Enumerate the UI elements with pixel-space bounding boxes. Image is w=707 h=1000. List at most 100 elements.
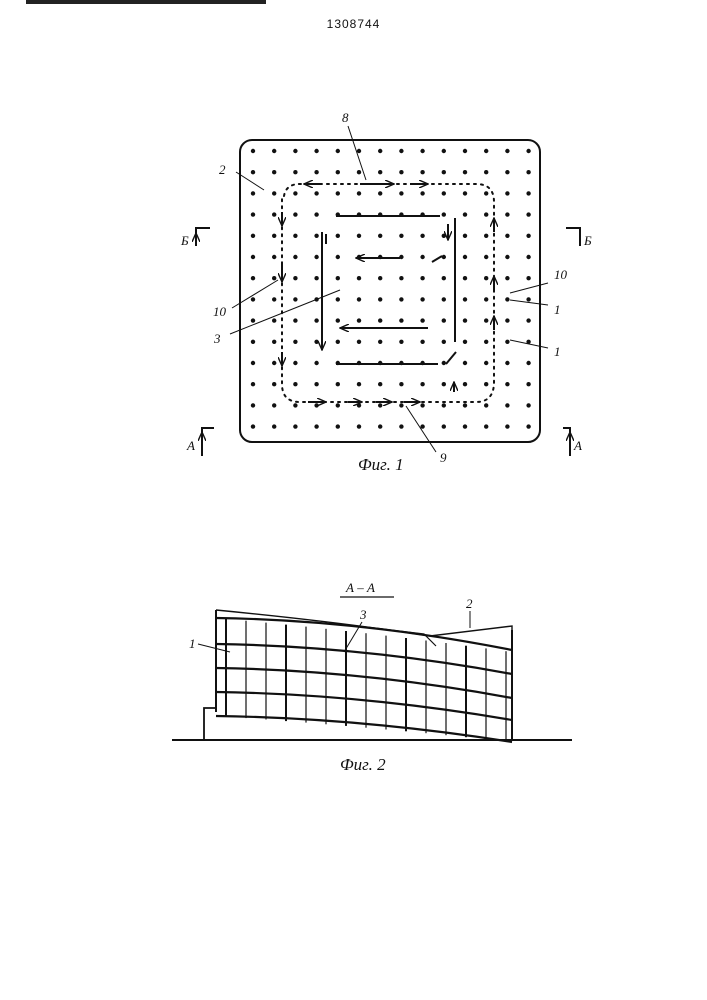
- grid-dot: [484, 255, 488, 259]
- grid-dot: [272, 340, 276, 344]
- grid-dot: [272, 149, 276, 153]
- grid-dot: [463, 276, 467, 280]
- grid-dot: [526, 361, 530, 365]
- grid-dot: [442, 403, 446, 407]
- grid-dot: [272, 424, 276, 428]
- grid-dot: [505, 170, 509, 174]
- grid-dot: [442, 424, 446, 428]
- grid-dot: [357, 191, 361, 195]
- grid-dot: [420, 403, 424, 407]
- grid-dot: [526, 424, 530, 428]
- grid-dot: [526, 191, 530, 195]
- grid-dot: [314, 255, 318, 259]
- grid-dot: [463, 149, 467, 153]
- grid-dot: [336, 170, 340, 174]
- grid-dot: [272, 318, 276, 322]
- grid-dot: [442, 212, 446, 216]
- grid-dot: [251, 276, 255, 280]
- grid-dot: [505, 318, 509, 322]
- grid-dot: [484, 212, 488, 216]
- grid-dot: [420, 170, 424, 174]
- grid-dot: [357, 297, 361, 301]
- grid-dot: [484, 403, 488, 407]
- grid-dot: [293, 191, 297, 195]
- grid-dot: [293, 212, 297, 216]
- grid-dot: [399, 149, 403, 153]
- grid-dot: [442, 297, 446, 301]
- grid-dot: [378, 297, 382, 301]
- grid-dot: [378, 382, 382, 386]
- grid-dot: [399, 424, 403, 428]
- grid-dot: [420, 191, 424, 195]
- grid-dot: [442, 340, 446, 344]
- grid-dot: [399, 297, 403, 301]
- grid-dot: [272, 382, 276, 386]
- grid-dot: [378, 340, 382, 344]
- grid-dot: [251, 297, 255, 301]
- grid-dot: [420, 255, 424, 259]
- grid-dot: [526, 276, 530, 280]
- figure-1: 8 2 10 3 10 1 1 9 Б Б А А Фиг. 1: [180, 110, 592, 474]
- section-mark-b-right: Б: [583, 233, 592, 248]
- grid-dot: [336, 276, 340, 280]
- grid-dot: [399, 191, 403, 195]
- grid-dot: [420, 276, 424, 280]
- grid-dot: [314, 170, 318, 174]
- label-10-right: 10: [554, 267, 568, 282]
- grid-dot: [463, 170, 467, 174]
- grid-dot: [505, 340, 509, 344]
- grid-dot: [357, 340, 361, 344]
- grid-dot: [442, 191, 446, 195]
- grid-dot: [526, 318, 530, 322]
- grid-dot: [399, 276, 403, 280]
- grid-dot: [251, 382, 255, 386]
- grid-dot: [272, 234, 276, 238]
- label-1-a: 1: [554, 302, 561, 317]
- grid-dot: [463, 234, 467, 238]
- grid-dot: [293, 170, 297, 174]
- grid-dot: [505, 191, 509, 195]
- leader-lines-fig2: [198, 611, 470, 652]
- grid-dot: [484, 297, 488, 301]
- grid-dot: [293, 318, 297, 322]
- grid-dot: [357, 403, 361, 407]
- grid-dot: [484, 361, 488, 365]
- grid-dot: [484, 170, 488, 174]
- figure-2-caption: Фиг. 2: [340, 755, 386, 774]
- inner-channel: [322, 216, 456, 364]
- grid-dot: [463, 255, 467, 259]
- grid-dot: [505, 234, 509, 238]
- grid-dot: [272, 170, 276, 174]
- figure-2: А – А 1: [172, 580, 572, 774]
- grid-dot: [420, 297, 424, 301]
- grid-dot: [526, 403, 530, 407]
- grid-dot: [420, 149, 424, 153]
- grid-dot: [484, 340, 488, 344]
- grid-dot: [442, 361, 446, 365]
- grid-dot: [505, 382, 509, 386]
- grid-dot: [378, 318, 382, 322]
- grid-dot: [293, 361, 297, 365]
- grid-dot: [336, 234, 340, 238]
- grid-dot: [505, 276, 509, 280]
- grid-dot: [251, 361, 255, 365]
- grid-dot: [505, 424, 509, 428]
- grid-dot: [378, 403, 382, 407]
- grid-dot: [293, 297, 297, 301]
- grid-dot: [272, 276, 276, 280]
- grid-dot: [463, 340, 467, 344]
- grid-dot: [505, 403, 509, 407]
- grid-dot: [293, 276, 297, 280]
- grid-dot: [484, 234, 488, 238]
- grid-dot: [251, 255, 255, 259]
- grid-dot: [272, 255, 276, 259]
- grid-dot: [272, 361, 276, 365]
- fig2-label-2: 2: [466, 596, 473, 611]
- grid-dot: [505, 361, 509, 365]
- grid-dot: [526, 234, 530, 238]
- grid-dot: [314, 212, 318, 216]
- grid-dot: [420, 382, 424, 386]
- grid-dot: [357, 318, 361, 322]
- grid-dot: [314, 424, 318, 428]
